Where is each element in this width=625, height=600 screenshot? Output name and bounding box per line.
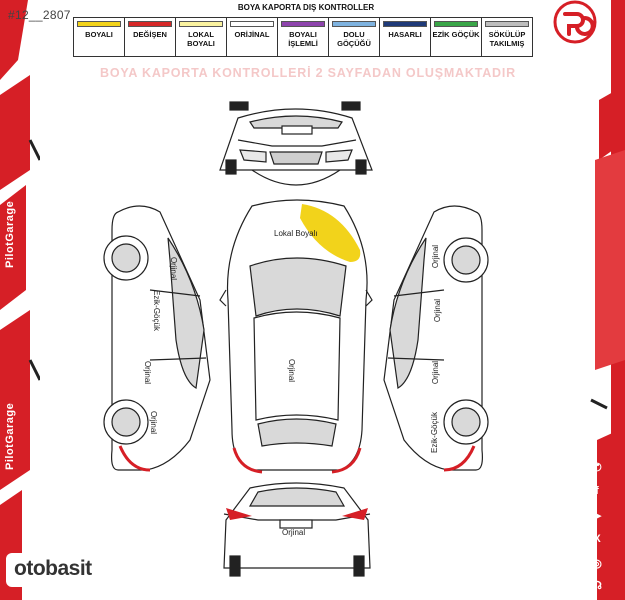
legend-swatch: [230, 21, 274, 27]
label-left-rear-door: Orjinal: [143, 360, 153, 385]
legend-label: HASARLI: [388, 30, 422, 39]
right-band-graphic: [585, 0, 625, 600]
label-left-fender-dent: Ezik-Göçük: [151, 290, 161, 331]
legend-item-ezik-gocuk: EZİK GÖÇÜK: [430, 18, 481, 56]
otobasit-watermark: otobasit: [6, 553, 116, 587]
two-page-notice: BOYA KAPORTA KONTROLLERİ 2 SAYFADAN OLUŞ…: [100, 66, 516, 80]
legend-item-dolu-gocugu: DOLU GÖÇÜĞÜ: [328, 18, 379, 56]
right-brand-band: [585, 0, 625, 600]
legend-swatch: [128, 21, 172, 27]
facebook-icon: f: [595, 485, 599, 497]
legend-swatch: [77, 21, 121, 27]
legend-item-hasarli: HASARLI: [379, 18, 430, 56]
label-rear-trunk: Orjinal: [282, 528, 306, 537]
legend-label: LOKAL BOYALI: [187, 30, 215, 48]
brand-logo: [553, 0, 597, 44]
color-legend: BOYALI DEĞİŞEN LOKAL BOYALI ORİJİNAL BOY…: [73, 17, 533, 57]
legend-label: DOLU GÖÇÜĞÜ: [337, 30, 371, 48]
legend-item-orijinal: ORİJİNAL: [226, 18, 277, 56]
left-band-graphic: [0, 0, 40, 600]
rear-view: [223, 482, 371, 577]
listing-id: #12__2807: [8, 8, 71, 22]
legend-label: SÖKÜLÜP TAKILMIŞ: [488, 30, 526, 48]
left-brand-band: PilotGarage PilotGarage: [0, 0, 40, 600]
legend-item-boyali-islemli: BOYALI İŞLEMLİ: [277, 18, 328, 56]
legend-swatch: [485, 21, 529, 27]
legend-swatch: [383, 21, 427, 27]
watermark-text: otobasit: [14, 557, 92, 580]
x-icon: X: [593, 533, 601, 545]
label-right-front-fender: Orjinal: [431, 244, 441, 269]
top-view: [219, 199, 373, 474]
label-left-front-door: Orjinal: [169, 256, 179, 281]
legend-swatch: [281, 21, 325, 27]
legend-item-sokulup-takilmis: SÖKÜLÜP TAKILMIŞ: [481, 18, 532, 56]
legend-label: EZİK GÖÇÜK: [432, 30, 480, 39]
right-side-view: [383, 205, 489, 472]
headset-icon: ☊: [592, 579, 602, 592]
label-left-quarter: Orjinal: [149, 410, 159, 435]
legend-swatch: [179, 21, 223, 27]
legend-label: DEĞİŞEN: [133, 30, 167, 39]
whatsapp-icon: ✆: [592, 461, 602, 474]
legend-title: BOYA KAPORTA DIŞ KONTROLLER: [237, 3, 375, 12]
label-roof-local-paint: Lokal Boyalı: [274, 229, 318, 238]
front-view: [219, 101, 373, 186]
instagram-icon: ◎: [592, 557, 602, 570]
legend-item-lokal-boyali: LOKAL BOYALI: [175, 18, 226, 56]
legend-label: ORİJİNAL: [234, 30, 270, 39]
label-right-front-door: Orjinal: [433, 298, 443, 323]
legend-label: BOYALI: [85, 30, 113, 39]
legend-item-boyali: BOYALI: [74, 18, 124, 56]
label-right-rear-door: Orjinal: [431, 360, 441, 385]
label-roof-center: Orjinal: [287, 358, 297, 383]
youtube-icon: ▶: [592, 509, 602, 522]
label-right-quarter-dent: Ezik-Göçük: [429, 412, 439, 453]
legend-swatch: [434, 21, 478, 27]
legend-label: BOYALI İŞLEMLİ: [288, 30, 318, 48]
left-side-view: [103, 205, 211, 472]
legend-item-degisen: DEĞİŞEN: [124, 18, 175, 56]
legend-swatch: [332, 21, 376, 27]
